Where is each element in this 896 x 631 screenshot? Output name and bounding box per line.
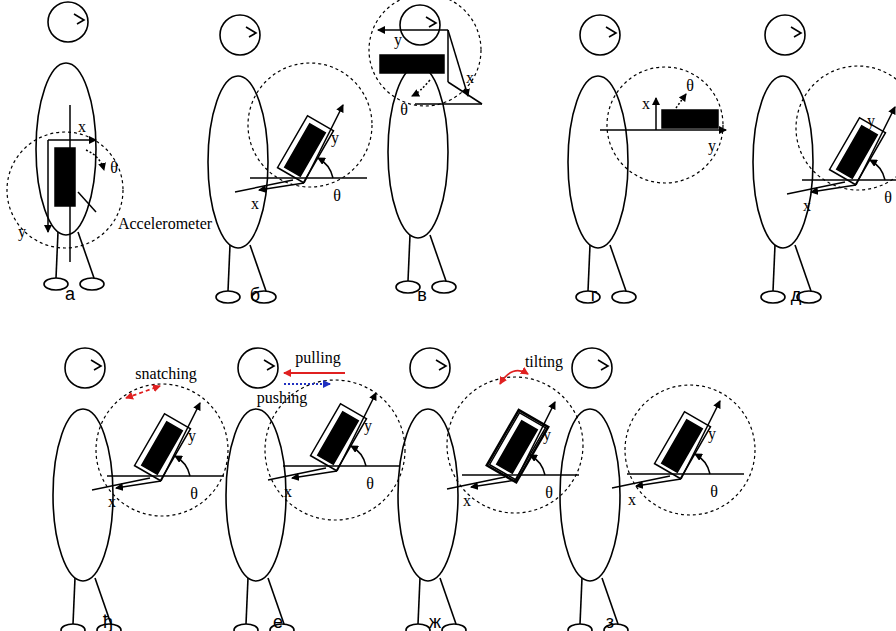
axis-label: θ (190, 486, 198, 502)
axis-label: Accelerometer (118, 216, 212, 232)
axis-label: y (543, 427, 551, 443)
panel-letter: з (606, 613, 614, 631)
panel-letter: ђ (103, 613, 113, 631)
axis-label: θ (710, 484, 718, 500)
axis-label: y (394, 32, 402, 48)
axis-label: θ (110, 160, 118, 176)
axis-label: x (803, 198, 811, 214)
axis-label: θ (366, 476, 374, 492)
axis-label: y (18, 224, 26, 240)
axis-label: θ (400, 102, 408, 118)
axis-label: y (708, 426, 716, 442)
axis-label: x (78, 119, 86, 135)
axis-label: y (188, 428, 196, 444)
panel-letter: в (417, 286, 427, 304)
axis-label: y (364, 418, 372, 434)
axis-label: θ (686, 78, 694, 94)
axis-label: θ (884, 190, 892, 206)
panel-letter: б (250, 286, 260, 304)
axis-label: θ (333, 188, 341, 204)
axis-label: tilting (525, 354, 563, 370)
axis-label: x (466, 70, 474, 86)
axis-label: θ (545, 485, 553, 501)
panel-letter: ж (429, 613, 441, 631)
axis-label: y (867, 113, 875, 129)
axis-label: x (108, 494, 116, 510)
panel-letter: а (65, 285, 75, 303)
axis-label: y (708, 138, 716, 154)
panel-letter: д (791, 286, 802, 304)
axis-label: x (642, 96, 650, 112)
axis-label: y (331, 130, 339, 146)
axis-label: pulling (295, 350, 340, 366)
axis-label: x (251, 196, 259, 212)
axis-label: snatching (135, 366, 196, 382)
panel-letter: е (273, 613, 283, 631)
panel-letter: г (591, 286, 598, 304)
axis-label: x (284, 484, 292, 500)
axis-label: x (463, 493, 471, 509)
axis-label: x (628, 492, 636, 508)
axis-label: pushing (257, 390, 308, 406)
